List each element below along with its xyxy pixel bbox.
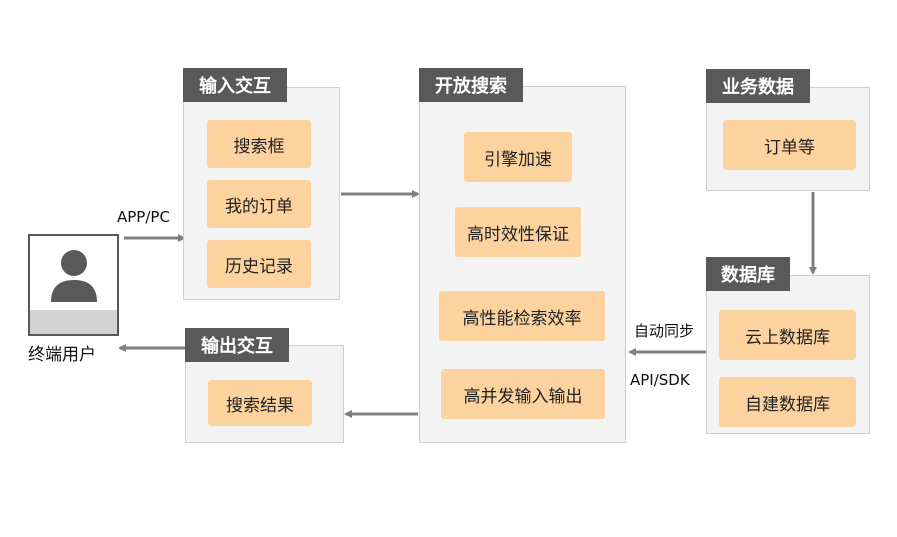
search-item-timeliness: 高时效性保证	[455, 207, 581, 257]
label-app-pc: APP/PC	[117, 208, 170, 226]
user-card-footer	[30, 310, 117, 334]
user-card	[28, 234, 119, 336]
business-item-orders: 订单等	[723, 120, 856, 170]
search-item-retrieval: 高性能检索效率	[439, 291, 605, 341]
input-item-history: 历史记录	[207, 240, 311, 288]
output-panel-title: 输出交互	[185, 328, 289, 362]
user-label: 终端用户	[28, 345, 96, 365]
input-panel-title: 输入交互	[183, 68, 287, 102]
input-item-my-orders: 我的订单	[207, 180, 311, 228]
output-item-search-results: 搜索结果	[208, 380, 312, 426]
database-panel-title: 数据库	[706, 257, 790, 291]
search-item-engine-accel: 引擎加速	[464, 132, 572, 182]
business-panel-title: 业务数据	[706, 69, 810, 103]
input-item-search-box: 搜索框	[207, 120, 311, 168]
search-panel-title: 开放搜索	[419, 68, 523, 102]
search-item-concurrency: 高并发输入输出	[441, 369, 605, 419]
label-auto-sync: 自动同步	[634, 322, 695, 340]
user-avatar-icon	[51, 250, 97, 302]
database-item-cloud: 云上数据库	[719, 310, 856, 360]
database-item-self-built: 自建数据库	[719, 377, 856, 427]
label-api-sdk: API/SDK	[630, 371, 690, 389]
